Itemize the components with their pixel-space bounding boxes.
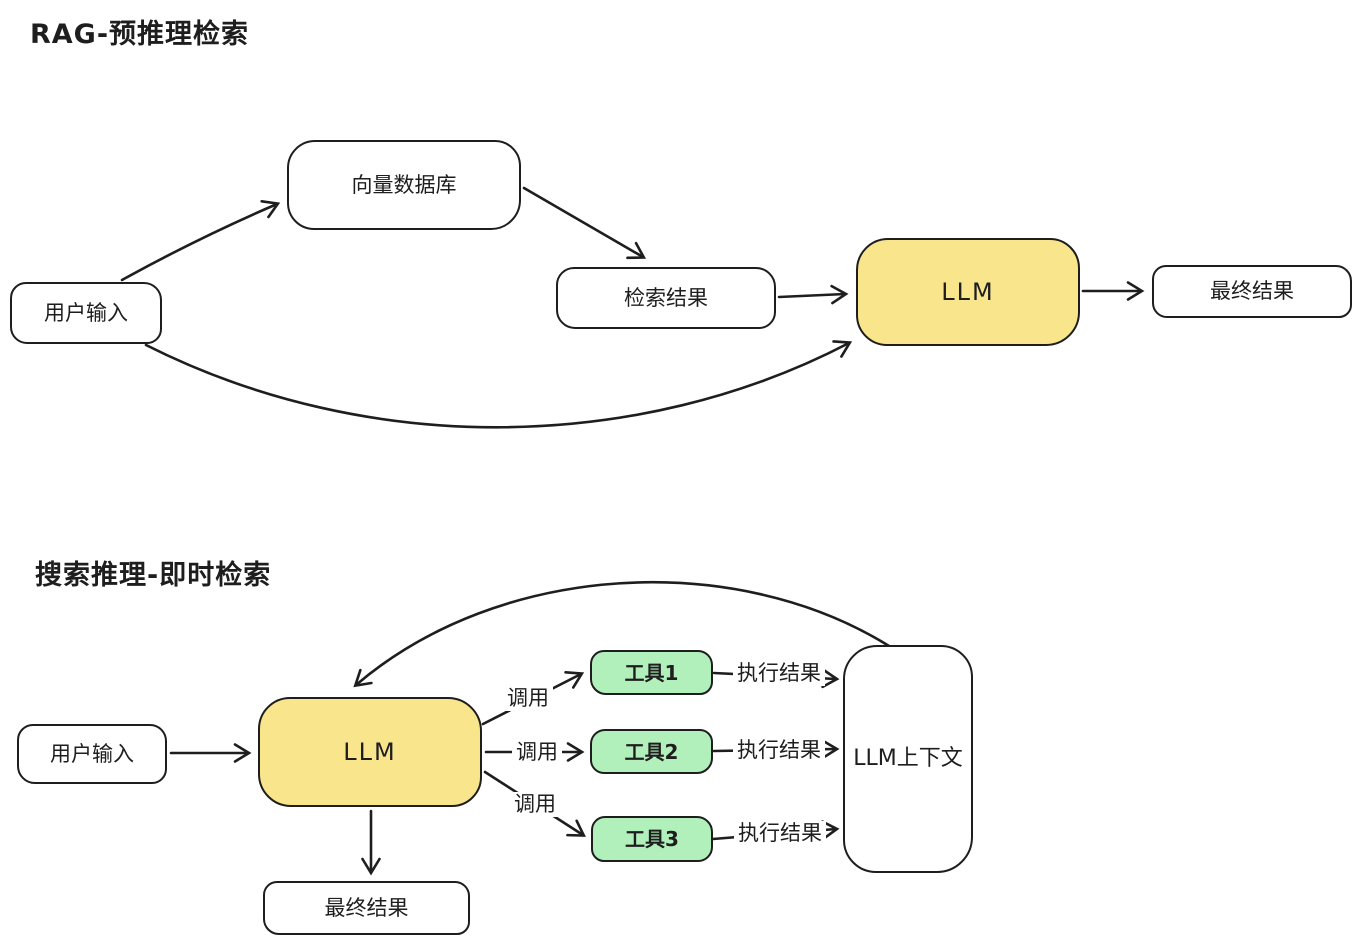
edge-label-call-1: 调用 (503, 686, 553, 712)
node-tool-1: 工具1 (590, 650, 713, 695)
node-tool-2: 工具2 (590, 729, 713, 774)
arrow-user-input-to-llm-curved (144, 340, 853, 429)
node-llm-2: LLM (258, 697, 482, 807)
arrow-vector-db-to-retrieval-result (522, 186, 647, 260)
node-llm-1: LLM (856, 238, 1080, 346)
diagram2-title: 搜索推理-即时检索 (35, 560, 272, 591)
node-user-input-2: 用户输入 (17, 724, 167, 784)
diagram1-title: RAG-预推理检索 (30, 19, 250, 50)
node-user-input-1: 用户输入 (10, 282, 162, 344)
arrow-user-input-to-vector-db (120, 200, 281, 282)
edge-label-exec-result-1: 执行结果 (733, 661, 825, 687)
edge-label-call-3: 调用 (510, 792, 560, 818)
node-retrieval-result: 检索结果 (556, 267, 776, 329)
edge-label-exec-result-3: 执行结果 (734, 821, 826, 847)
edge-label-exec-result-2: 执行结果 (733, 738, 825, 764)
node-vector-db: 向量数据库 (287, 140, 521, 230)
node-tool-3: 工具3 (591, 816, 713, 862)
edge-label-call-2: 调用 (512, 740, 562, 766)
node-final-result-2: 最终结果 (263, 881, 470, 935)
node-llm-context: LLM上下文 (843, 645, 973, 873)
arrow-retrieval-result-to-llm (777, 284, 849, 305)
node-final-result-1: 最终结果 (1152, 265, 1352, 318)
